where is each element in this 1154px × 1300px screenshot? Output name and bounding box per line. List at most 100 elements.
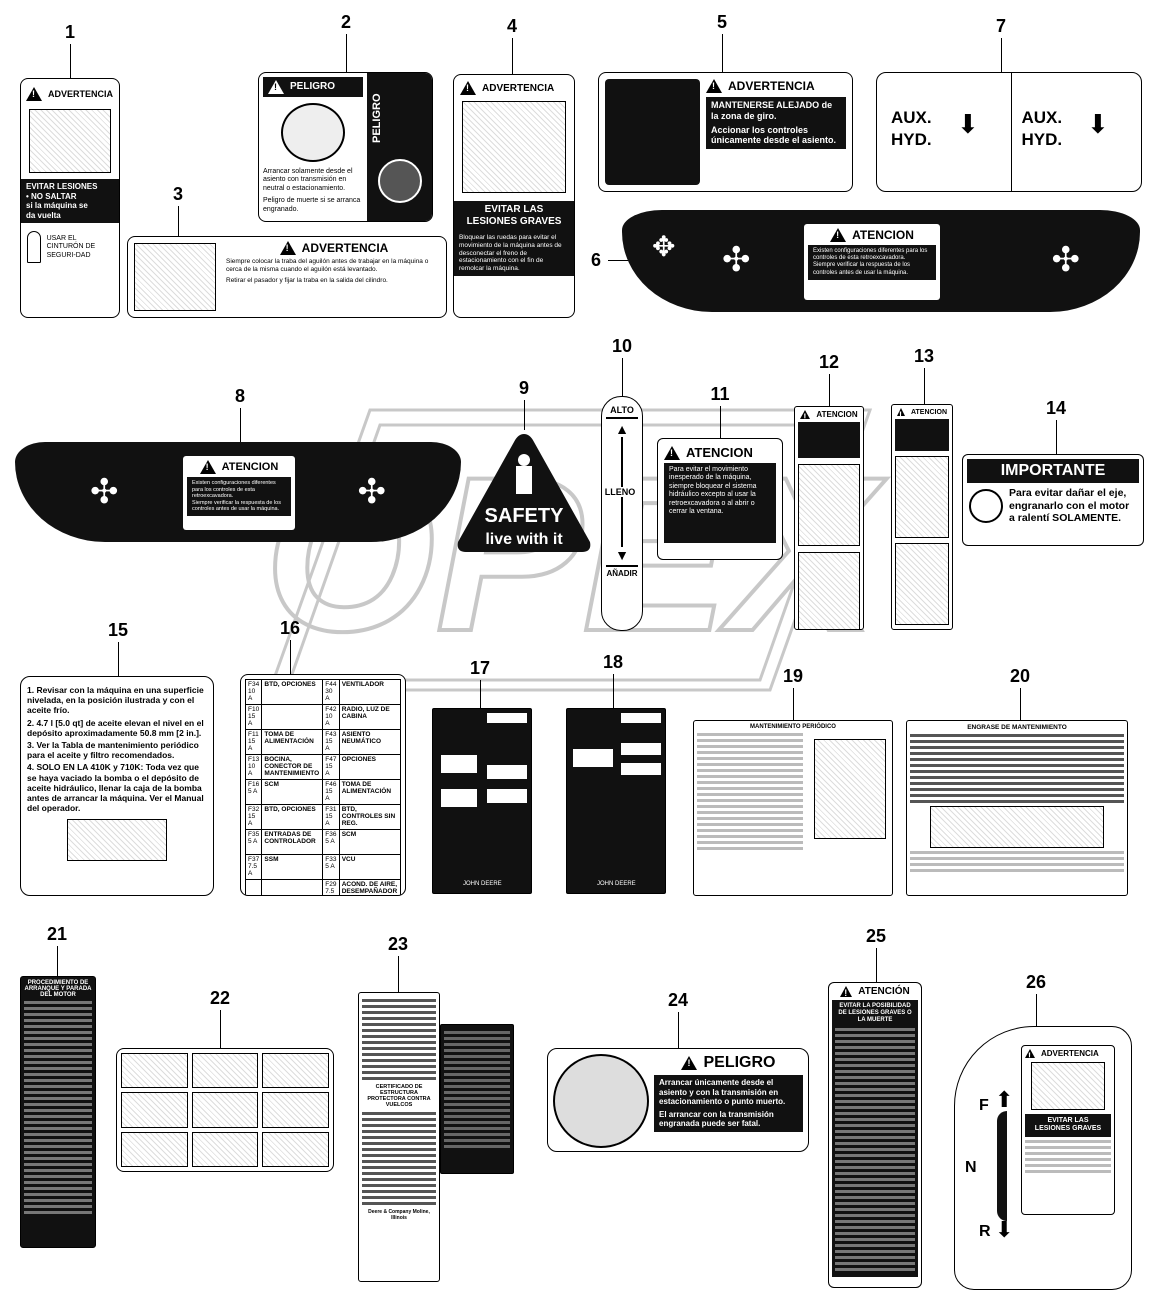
decal-1-line-2: • NO SALTAR bbox=[26, 191, 77, 201]
foot-pedal-icon-2: ⬇ bbox=[1087, 109, 1109, 139]
callout-21: 21 bbox=[46, 924, 68, 944]
decal-3-text-2: Retirar el pasador y fijar la traba en l… bbox=[226, 276, 388, 284]
fuse-cell: RADIO, LUZ DE CABINA bbox=[338, 704, 402, 730]
decal-3-text-1: Siempre colocar la traba del aguilón ant… bbox=[226, 258, 429, 273]
leader-4 bbox=[512, 38, 513, 74]
fuse-cell: VCU bbox=[338, 854, 402, 880]
decal-24-text-2: El arrancar con la transmisión engranada… bbox=[659, 1109, 774, 1129]
fuse-cell: F31 15 A bbox=[322, 804, 340, 830]
callout-10: 10 bbox=[611, 336, 633, 356]
axle-icon bbox=[969, 488, 1003, 523]
decal-15-item-2: 2. 4.7 l [5.0 qt] de aceite elevan el ni… bbox=[27, 717, 204, 738]
decal-5: ADVERTENCIA MANTENERSE ALEJADO de la zon… bbox=[598, 72, 853, 192]
control-arrows-right-icon: ✣ bbox=[1051, 241, 1081, 279]
fuse-cell: SSM bbox=[261, 854, 324, 880]
fuse-cell: F36 5 A bbox=[322, 829, 340, 855]
fuse-cell: F32 15 A bbox=[244, 804, 263, 830]
fuse-cell: SCM bbox=[338, 829, 402, 855]
leader-23 bbox=[398, 956, 399, 992]
fuse-cell: F42 10 A bbox=[322, 704, 340, 730]
fuse-cell: SCM bbox=[261, 779, 324, 805]
leader-19 bbox=[793, 688, 794, 720]
decal-18-brand: JOHN DEERE bbox=[597, 881, 636, 887]
leader-3 bbox=[178, 206, 179, 236]
decal-5-header: ADVERTENCIA bbox=[728, 79, 815, 93]
control-pattern-left-icon: ✥ bbox=[652, 231, 690, 262]
decal-24-text-1: Arrancar únicamente desde el asiento y c… bbox=[659, 1078, 786, 1107]
decal-14-text: Para evitar dañar el eje, engranarlo con… bbox=[1009, 487, 1130, 525]
decal-3: ADVERTENCIA Siempre colocar la traba del… bbox=[127, 236, 447, 318]
danger-icon bbox=[681, 1056, 698, 1070]
decal-4-text: Bloquear las ruedas para evitar el movim… bbox=[454, 231, 574, 276]
leader-6 bbox=[608, 260, 642, 261]
control-arrows-left-icon: ✣ bbox=[722, 241, 751, 279]
decal-1-header: ADVERTENCIA bbox=[48, 89, 114, 99]
decal-24-header: PELIGRO bbox=[703, 1054, 776, 1071]
callout-7: 7 bbox=[995, 16, 1006, 36]
callout-5: 5 bbox=[716, 12, 727, 32]
leader-9 bbox=[524, 400, 525, 430]
callout-4: 4 bbox=[506, 16, 517, 36]
warning-icon bbox=[706, 79, 722, 93]
decal-13: ATENCION bbox=[891, 404, 953, 630]
decal-1-line-4: da vuelta bbox=[26, 210, 61, 220]
fuse-cell: BTD, OPCIONES bbox=[261, 679, 324, 705]
fuse-cell: F35 5 A bbox=[244, 829, 263, 855]
decal-7-left-line-1: AUX. bbox=[891, 108, 932, 127]
leader-11 bbox=[720, 406, 721, 438]
decal-2-text-2: Peligro de muerte si se arranca engranad… bbox=[263, 197, 361, 213]
leader-13 bbox=[924, 368, 925, 404]
callout-14: 14 bbox=[1045, 398, 1067, 418]
decal-26-forward: F bbox=[979, 1097, 989, 1114]
decal-19: MANTENIMIENTO PERIÓDICO bbox=[693, 720, 893, 896]
control-pattern-pictogram-2 bbox=[798, 552, 860, 629]
arrow-down-icon: ⬇ bbox=[995, 1217, 1014, 1242]
control-pattern-pictogram-2 bbox=[895, 543, 949, 625]
decal-17-brand: JOHN DEERE bbox=[463, 881, 502, 887]
decal-1-line-3: si la máquina se bbox=[26, 201, 88, 211]
decal-6: ✥ ✣ ✣ ATENCION Existen configuraciones d… bbox=[622, 210, 1140, 312]
fuse-cell: F11 15 A bbox=[244, 729, 263, 755]
leader-22 bbox=[220, 1010, 221, 1048]
decal-11: ATENCION Para evitar el movimiento inesp… bbox=[657, 438, 783, 560]
gauge-high-label: ALTO bbox=[610, 405, 634, 415]
caution-icon bbox=[896, 408, 905, 420]
decal-13-header: ATENCION bbox=[910, 408, 948, 416]
callout-16: 16 bbox=[279, 618, 301, 638]
decal-7-right-line-1: AUX. bbox=[1021, 108, 1063, 127]
callout-25: 25 bbox=[865, 926, 887, 946]
leader-8 bbox=[240, 408, 241, 442]
fuse-cell: ACOND. DE AIRE, DESEMPAÑADOR bbox=[338, 879, 402, 895]
control-pattern-pictogram bbox=[798, 464, 860, 546]
callout-20: 20 bbox=[1009, 666, 1031, 686]
fuse-cell: BTD, CONTROLES SIN REG. bbox=[338, 804, 402, 830]
decal-26: F N R ⬆ ⬇ ADVERTENCIA EVITAR LAS LESIONE… bbox=[954, 1026, 1132, 1290]
leader-5 bbox=[722, 34, 723, 72]
decal-10: ALTO ▲ LLENO ▼ AÑADIR bbox=[601, 396, 643, 631]
callout-11: 11 bbox=[710, 384, 730, 404]
safety-text: SAFETY bbox=[485, 505, 565, 527]
decal-6-text-1: Existen configuraciones diferentes para … bbox=[813, 248, 928, 262]
decal-11-header: ATENCION bbox=[686, 445, 753, 460]
decal-23-maker: Deere & Company Moline, Illinois bbox=[368, 1209, 430, 1221]
decal-25: ATENCIÓN EVITAR LA POSIBILIDAD DE LESION… bbox=[828, 982, 922, 1288]
decal-25-header: ATENCIÓN bbox=[858, 986, 910, 997]
decal-2-side-header: PELIGRO bbox=[371, 93, 383, 143]
decal-11-text: Para evitar el movimiento inesperado de … bbox=[664, 463, 776, 543]
live-with-it-text: live with it bbox=[485, 531, 563, 548]
callout-6: 6 bbox=[590, 250, 601, 270]
rollover-pictogram bbox=[29, 109, 111, 173]
decal-1-seatbelt-text: USAR EL CINTURÓN DE SEGURI-DAD bbox=[46, 234, 96, 259]
caution-icon bbox=[830, 228, 847, 242]
decal-1: ADVERTENCIA EVITAR LESIONES • NO SALTAR … bbox=[20, 78, 120, 318]
callout-1: 1 bbox=[64, 22, 75, 42]
caution-icon bbox=[840, 986, 853, 998]
fuse-cell: BTD, OPCIONES bbox=[261, 804, 324, 830]
arrow-up-icon: ⬆ bbox=[995, 1087, 1014, 1112]
fuse-cell bbox=[261, 704, 324, 730]
leader-7 bbox=[1001, 38, 1002, 72]
